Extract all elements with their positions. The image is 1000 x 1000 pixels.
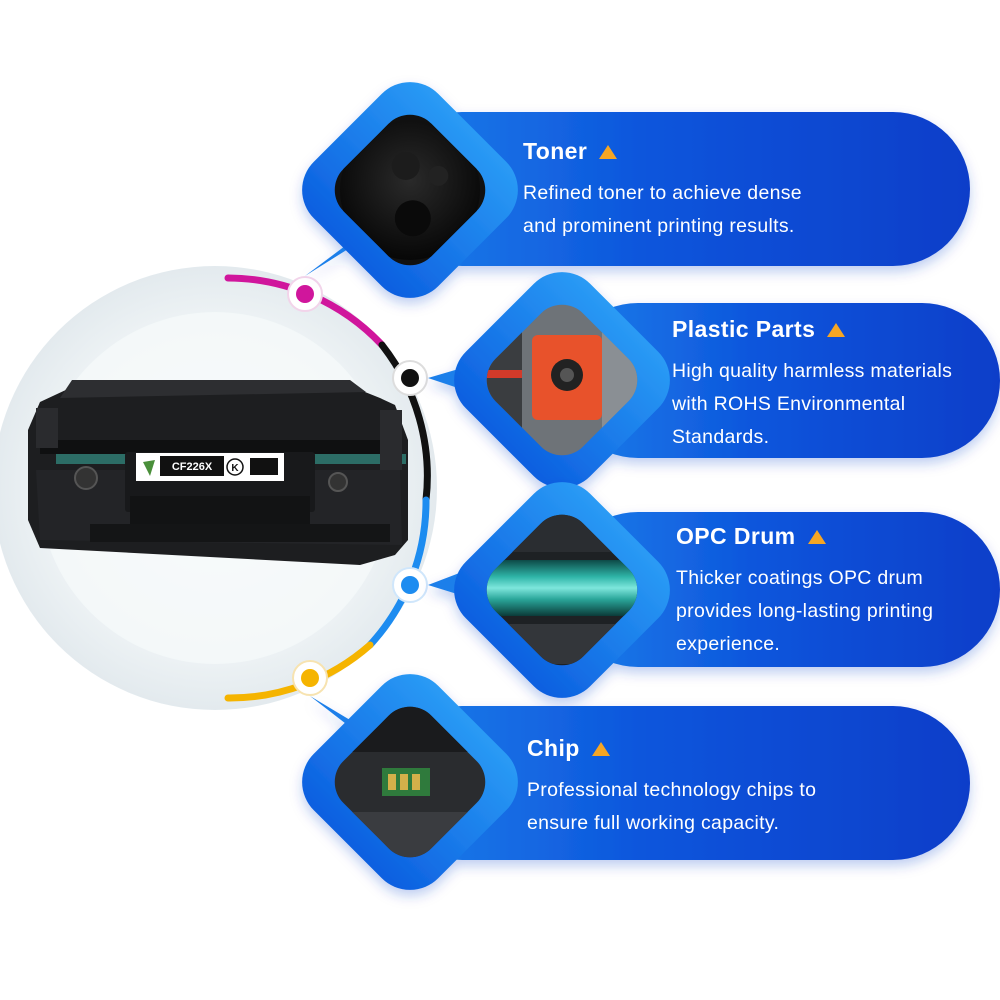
feature-description-plastic: High quality harmless materials with ROH… xyxy=(672,355,952,454)
feature-title-text: OPC Drum xyxy=(676,523,796,549)
ring-arc-black xyxy=(378,341,431,504)
feature-line: experience. xyxy=(676,633,781,655)
feature-title-text: Toner xyxy=(523,138,588,164)
cartridge-color-code: K xyxy=(231,463,239,474)
node-chip xyxy=(292,660,328,696)
feature-title-toner: Toner xyxy=(523,138,802,165)
warning-triangle-icon xyxy=(827,322,846,337)
feature-line: Refined toner to achieve dense xyxy=(523,182,802,204)
warning-triangle-icon xyxy=(599,144,618,159)
feature-text-drum: OPC Drum Thicker coatings OPC drum provi… xyxy=(676,523,933,661)
feature-title-chip: Chip xyxy=(527,735,816,762)
cartridge-model-text: CF226X xyxy=(172,461,213,473)
feature-line: Standards. xyxy=(672,426,770,448)
feature-text-chip: Chip Professional technology chips to en… xyxy=(527,735,816,840)
feature-description-drum: Thicker coatings OPC drum provides long-… xyxy=(676,562,933,661)
node-drum xyxy=(392,567,428,603)
feature-description-chip: Professional technology chips to ensure … xyxy=(527,774,816,840)
feature-line: with ROHS Environmental xyxy=(672,393,906,415)
feature-title-text: Chip xyxy=(527,735,580,761)
feature-description-toner: Refined toner to achieve dense and promi… xyxy=(523,177,802,243)
feature-title-drum: OPC Drum xyxy=(676,523,933,550)
feature-line: High quality harmless materials xyxy=(672,360,953,382)
node-plastic xyxy=(392,360,428,396)
toner-photo xyxy=(322,102,498,278)
warning-triangle-icon xyxy=(807,529,826,544)
feature-text-toner: Toner Refined toner to achieve dense and… xyxy=(523,138,802,243)
feature-line: Thicker coatings OPC drum xyxy=(676,567,923,589)
cartridge-logo-icon xyxy=(143,460,155,476)
toner-cartridge: CF226X K xyxy=(28,380,408,565)
feature-card-toner xyxy=(302,82,970,298)
feature-line: provides long-lasting printing xyxy=(676,600,934,622)
node-toner xyxy=(287,276,323,312)
feature-line: ensure full working capacity. xyxy=(527,812,780,834)
feature-line: and prominent printing results. xyxy=(523,215,795,237)
feature-text-plastic: Plastic Parts High quality harmless mate… xyxy=(672,316,952,454)
feature-title-plastic: Plastic Parts xyxy=(672,316,952,343)
warning-triangle-icon xyxy=(591,741,610,756)
feature-title-text: Plastic Parts xyxy=(672,316,816,342)
feature-line: Professional technology chips to xyxy=(527,779,817,801)
